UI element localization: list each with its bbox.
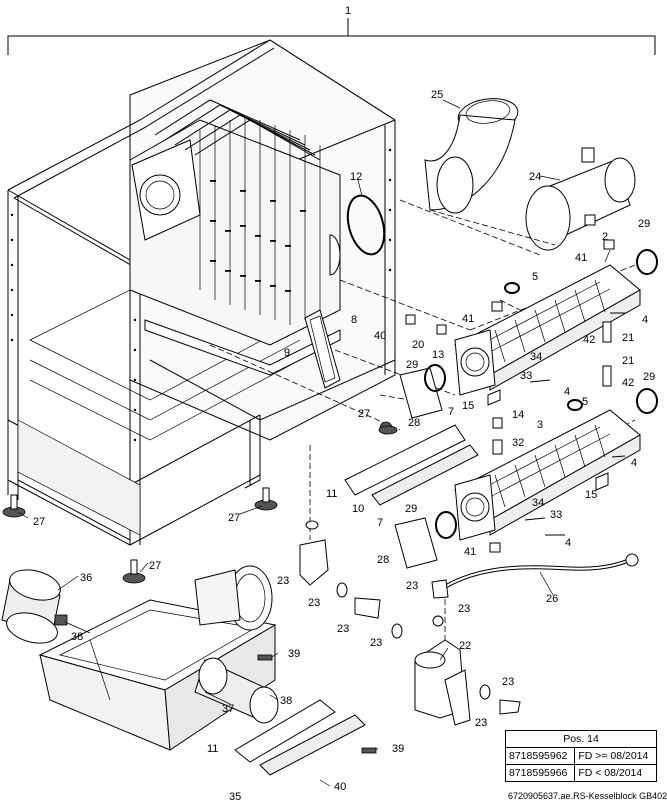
callout-7a: 7 xyxy=(448,406,454,418)
callout-5a: 5 xyxy=(532,271,538,283)
condensate-hose-26 xyxy=(438,553,639,592)
feet-27 xyxy=(2,425,398,584)
callout-4d: 4 xyxy=(565,537,571,549)
callout-4b: 4 xyxy=(564,386,570,398)
callout-26: 26 xyxy=(546,593,558,605)
callout-24: 24 xyxy=(529,171,541,183)
callout-15a: 15 xyxy=(462,400,474,412)
callout-8: 8 xyxy=(351,314,357,326)
callout-39a: 39 xyxy=(288,648,300,660)
part-number-cell: 8718595966 xyxy=(504,764,576,782)
callout-4a: 4 xyxy=(642,314,648,326)
cover-plate-7a xyxy=(399,367,443,419)
callout-29d: 29 xyxy=(405,503,417,515)
callout-34a: 34 xyxy=(530,351,542,363)
callout-37: 37 xyxy=(222,703,234,715)
table-header-row: Pos. 14 xyxy=(505,730,657,748)
siphon-22 xyxy=(414,639,521,726)
leader-lines xyxy=(17,99,611,787)
callout-42b: 42 xyxy=(622,377,634,389)
callout-22: 22 xyxy=(459,640,471,652)
callout-33a: 33 xyxy=(520,370,532,382)
callout-23d: 23 xyxy=(458,603,470,615)
table-header: Pos. 14 xyxy=(505,730,657,748)
sealing-ring-12 xyxy=(346,194,386,256)
callout-29b: 29 xyxy=(406,359,418,371)
gasket-frames xyxy=(344,424,479,506)
condensate-collector xyxy=(1,565,377,776)
callout-29c: 29 xyxy=(643,371,655,383)
o-rings xyxy=(424,249,658,539)
siphon-housing-24 xyxy=(525,147,636,251)
callout-27c: 27 xyxy=(228,512,240,524)
callout-15b: 15 xyxy=(585,489,597,501)
callout-1: 1 xyxy=(345,5,351,17)
callout-28b: 28 xyxy=(377,554,389,566)
callout-14: 14 xyxy=(512,409,524,421)
callout-13: 13 xyxy=(432,349,444,361)
callout-35: 35 xyxy=(229,791,241,803)
callout-28a: 28 xyxy=(408,417,420,429)
callout-40a: 40 xyxy=(374,330,386,342)
flue-elbow-25 xyxy=(424,98,519,214)
callout-11b: 11 xyxy=(207,743,218,755)
callout-23a: 23 xyxy=(277,575,289,587)
callout-32: 32 xyxy=(512,437,524,449)
callout-41a: 41 xyxy=(575,252,587,264)
callout-23b: 23 xyxy=(406,580,418,592)
callout-21b: 21 xyxy=(622,355,634,367)
callout-10: 10 xyxy=(352,503,364,515)
callout-39b: 39 xyxy=(392,743,404,755)
callout-41c: 41 xyxy=(464,546,476,558)
callout-23e: 23 xyxy=(337,623,349,635)
part-number-cell: 8718595962 xyxy=(504,747,576,765)
callout-20: 20 xyxy=(412,339,424,351)
callout-38b: 38 xyxy=(280,695,292,707)
callout-21a: 21 xyxy=(622,332,634,344)
document-reference: 6720905637.ae.RS-Kesselblock GB402 xyxy=(508,791,667,801)
callout-38a: 38 xyxy=(71,631,83,643)
callout-33b: 33 xyxy=(550,509,562,521)
position-table: Pos. 14 8718595962 FD >= 08/2014 8718595… xyxy=(504,730,657,782)
callout-5b: 5 xyxy=(582,396,588,408)
upper-manifold-2 xyxy=(454,264,641,396)
callout-34b: 34 xyxy=(532,497,544,509)
callout-23h: 23 xyxy=(475,717,487,729)
callout-29a: 29 xyxy=(638,218,650,230)
condition-cell: FD >= 08/2014 xyxy=(574,747,657,765)
table-row: 8718595966 FD < 08/2014 xyxy=(504,764,657,782)
fitting-chain-23 xyxy=(299,520,449,639)
callout-12: 12 xyxy=(350,171,362,183)
assembly-bracket xyxy=(7,18,656,55)
callout-27b: 27 xyxy=(33,516,45,528)
callout-40b: 40 xyxy=(334,781,346,793)
callout-11a: 11 xyxy=(326,488,337,500)
callout-27a: 27 xyxy=(358,408,370,420)
table-row: 8718595962 FD >= 08/2014 xyxy=(504,747,657,765)
inspection-cover-8 xyxy=(304,309,341,389)
callout-2: 2 xyxy=(602,231,608,243)
callout-41b: 41 xyxy=(462,313,474,325)
condition-cell: FD < 08/2014 xyxy=(574,764,657,782)
callout-numbers: 1 25 24 12 2 29 41 5 41 4 8 20 42 21 40 … xyxy=(33,5,655,803)
callout-27d: 27 xyxy=(149,560,161,572)
cover-plate-7b xyxy=(394,517,438,569)
lower-manifold-3 xyxy=(454,409,641,541)
callout-42a: 42 xyxy=(583,334,595,346)
callout-23c: 23 xyxy=(308,597,320,609)
callout-3: 3 xyxy=(537,419,543,431)
callout-25: 25 xyxy=(431,89,443,101)
callout-23g: 23 xyxy=(502,676,514,688)
callout-36: 36 xyxy=(80,572,92,584)
callout-9: 9 xyxy=(284,347,290,359)
boiler-sections xyxy=(129,99,341,376)
callout-4c: 4 xyxy=(631,457,637,469)
callout-7b: 7 xyxy=(377,517,383,529)
callout-23f: 23 xyxy=(370,637,382,649)
